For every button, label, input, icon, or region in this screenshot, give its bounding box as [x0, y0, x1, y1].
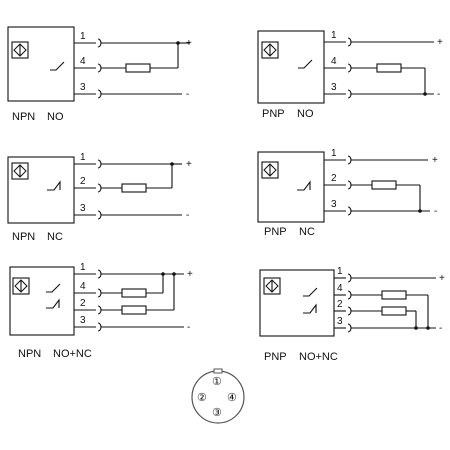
nc-switch-icon: [303, 303, 317, 314]
connector-pin-2: ②: [197, 392, 207, 404]
nc-switch-icon: [297, 180, 311, 191]
sensor-symbol-icon: [11, 41, 29, 59]
contact-mode-label: NO: [297, 108, 314, 120]
supply-positive: +: [186, 38, 192, 49]
pin-number: 3: [331, 82, 337, 93]
pin-number: 4: [337, 283, 343, 294]
pin-number: 3: [80, 203, 86, 214]
diagram-pnp-no-nc: 1 + 4 2 3 - PNP NO+NC: [259, 266, 445, 363]
pin-number: 3: [331, 199, 337, 210]
sensor-symbol-icon: [12, 277, 30, 295]
connector-pin-3: ③: [212, 407, 222, 419]
nc-switch-icon: [47, 180, 61, 191]
no-switch-icon: [46, 283, 61, 293]
output-type-label: NPN: [18, 348, 41, 360]
supply-negative: -: [434, 206, 437, 217]
load-resistor: [381, 306, 407, 316]
supply-positive: +: [437, 37, 443, 48]
supply-positive: +: [186, 159, 192, 170]
nc-switch-icon: [46, 298, 60, 309]
pin-number: 4: [80, 56, 86, 67]
pin-number: 1: [331, 148, 337, 159]
sensor-symbol-icon: [263, 277, 281, 295]
contact-mode-label: NC: [299, 226, 315, 238]
load-resistor: [125, 63, 151, 73]
contact-mode-label: NO+NC: [53, 348, 92, 360]
no-switch-icon: [303, 287, 318, 297]
contact-mode-label: NO: [47, 111, 64, 123]
pin-number: 2: [80, 298, 86, 309]
sensor-symbol-icon: [11, 162, 29, 180]
pin-number: 1: [80, 262, 86, 273]
sensor-symbol-icon: [261, 41, 279, 59]
output-type-label: NPN: [12, 111, 35, 123]
sensor-body: [259, 269, 335, 337]
pin-number: 4: [331, 56, 337, 67]
contact-mode-label: NC: [47, 231, 63, 243]
load-resistor: [121, 288, 147, 298]
pin-number: 2: [331, 173, 337, 184]
connector-pinout: ① ② ③ ④: [191, 368, 245, 424]
pin-number: 3: [337, 316, 343, 327]
load-resistor: [121, 305, 147, 315]
pin-number: 2: [80, 176, 86, 187]
pin-number: 3: [80, 82, 86, 93]
diagram-npn-no: 1 + 4 3 - NPN NO: [7, 26, 192, 123]
pin-number: 2: [337, 299, 343, 310]
sensor-body: [7, 156, 75, 224]
connector-key: [213, 368, 223, 374]
load-resistor: [376, 63, 402, 73]
supply-negative: -: [439, 323, 442, 334]
sensor-body: [7, 26, 75, 102]
pin-number: 3: [80, 315, 86, 326]
sensor-body: [257, 151, 325, 223]
diagram-npn-nc: 1 + 2 3 - NPN NC: [7, 152, 192, 243]
sensor-symbol-icon: [261, 161, 279, 179]
sensor-body: [257, 30, 325, 104]
load-resistor: [371, 180, 397, 190]
sensor-body: [9, 266, 75, 336]
connector-pin-4: ④: [227, 392, 237, 404]
diagram-pnp-nc: 1 + 2 3 - PNP NC: [257, 148, 438, 238]
pin-number: 4: [80, 281, 86, 292]
supply-negative: -: [187, 322, 190, 333]
supply-positive: +: [187, 269, 193, 280]
supply-positive: +: [439, 273, 445, 284]
supply-negative: -: [186, 89, 189, 100]
output-type-label: PNP: [262, 108, 285, 120]
output-type-label: PNP: [264, 226, 287, 238]
load-resistor: [121, 183, 147, 193]
no-switch-icon: [298, 59, 313, 69]
pin-number: 1: [337, 266, 343, 277]
no-switch-icon: [50, 61, 65, 71]
pin-number: 1: [331, 30, 337, 41]
contact-mode-label: NO+NC: [299, 351, 338, 363]
pin-number: 1: [80, 152, 86, 163]
supply-negative: -: [186, 210, 189, 221]
connector-pin-1: ①: [212, 376, 222, 388]
supply-positive: +: [432, 155, 438, 166]
diagram-pnp-no: 1 + 4 3 - PNP NO: [257, 30, 443, 120]
supply-negative: -: [437, 89, 440, 100]
load-resistor: [381, 290, 407, 300]
pin-number: 1: [80, 31, 86, 42]
output-type-label: PNP: [264, 351, 287, 363]
diagram-npn-no-nc: 1 + 4 2 3 - NPN NO+NC: [9, 262, 193, 360]
output-type-label: NPN: [12, 231, 35, 243]
